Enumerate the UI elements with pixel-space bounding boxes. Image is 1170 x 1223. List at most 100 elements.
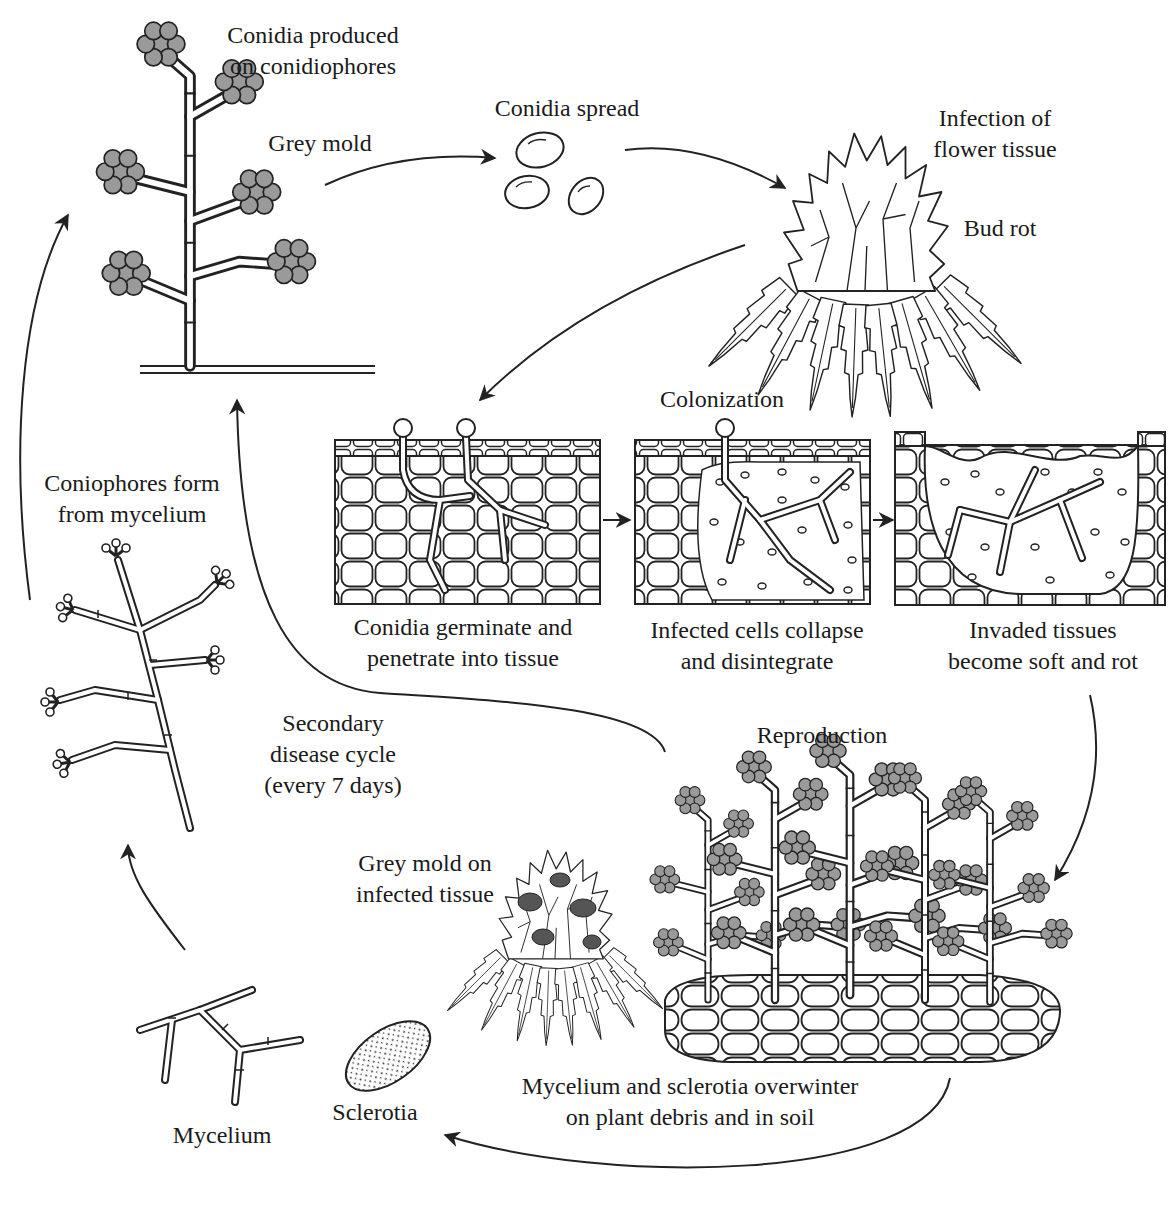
tissue-section-rot bbox=[895, 432, 925, 446]
sclerotium bbox=[334, 1007, 442, 1105]
overwintering-mycelium bbox=[140, 990, 300, 1102]
grey-mold-bud bbox=[440, 850, 671, 1046]
mycelium-conidiophore bbox=[53, 592, 77, 623]
label-text: Conidia spread bbox=[495, 93, 640, 124]
tissue-section-collapse bbox=[848, 557, 856, 563]
tissue-section-rot bbox=[1138, 432, 1165, 446]
tissue-section-collapse bbox=[798, 527, 806, 533]
tissue-section-rot bbox=[895, 445, 1165, 605]
tissue-section-rot bbox=[1094, 469, 1102, 475]
tissue-section-collapse bbox=[718, 579, 726, 585]
tissue-section-germination bbox=[403, 437, 545, 590]
tissue-section-rot bbox=[968, 574, 976, 580]
tissue-section-germination bbox=[394, 419, 412, 437]
tissue-section-collapse bbox=[811, 477, 819, 483]
cycle-arrows bbox=[20, 215, 68, 600]
cycle-arrows bbox=[625, 148, 785, 188]
tissue-section-collapse bbox=[844, 522, 852, 528]
tissue-section-collapse bbox=[768, 549, 776, 555]
tissue-section-collapse bbox=[635, 419, 870, 604]
grey-mold-bud bbox=[440, 850, 671, 1046]
overwintering-mycelium bbox=[140, 990, 300, 1102]
mycelium-conidiophore bbox=[51, 748, 73, 779]
tissue-section-rot bbox=[996, 489, 1004, 495]
conidia-spores bbox=[503, 127, 611, 221]
mycelium-conidiophore bbox=[102, 539, 130, 556]
flower-bud bbox=[697, 134, 1032, 419]
reproduction-conidiophores bbox=[650, 787, 786, 1000]
cycle-arrows bbox=[128, 845, 185, 950]
label-text: Conidia germinate and penetrate into tis… bbox=[343, 612, 583, 674]
tissue-section-collapse bbox=[635, 440, 870, 456]
mycelium-conidiophore bbox=[41, 539, 239, 828]
conidiophore-tree bbox=[140, 366, 375, 373]
label-text: Invaded tissues become soft and rot bbox=[943, 615, 1143, 677]
tissue-section-collapse bbox=[741, 472, 749, 478]
overwintering-mycelium bbox=[168, 1018, 268, 1070]
label-text: Bud rot bbox=[964, 213, 1037, 244]
tissue-section-rot bbox=[941, 479, 949, 485]
tissue-section-rot bbox=[1046, 577, 1054, 583]
grey-mold-bud bbox=[518, 873, 601, 949]
cycle-arrows bbox=[480, 245, 745, 400]
tissue-section-rot bbox=[1118, 489, 1126, 495]
tissue-section-rot bbox=[948, 470, 1100, 572]
label-text: Grey mold on infected tissue bbox=[350, 848, 500, 910]
tissue-section-collapse bbox=[778, 469, 786, 475]
tissue-section-rot bbox=[948, 470, 1100, 572]
conidia-spores bbox=[516, 140, 590, 193]
tissue-section-germination bbox=[457, 419, 475, 437]
grey-mold-bud bbox=[518, 893, 542, 911]
reproduction-conidiophores bbox=[707, 751, 866, 1000]
tissue-section-rot bbox=[925, 446, 1139, 594]
grey-mold-bud bbox=[570, 899, 596, 917]
tissue-section-rot bbox=[895, 432, 1165, 605]
conidia-spores bbox=[562, 171, 611, 221]
tissue-section-rot bbox=[981, 544, 989, 550]
overwintering-mycelium bbox=[140, 990, 300, 1102]
label-text: Coniophores form from mycelium bbox=[37, 468, 227, 530]
grey-mold-bud bbox=[583, 935, 601, 949]
tissue-section-rot bbox=[1121, 539, 1129, 545]
flower-bud bbox=[697, 134, 1032, 419]
tissue-section-rot bbox=[1041, 469, 1049, 475]
reproduction-conidiophores bbox=[929, 777, 1072, 1002]
conidia-spores bbox=[512, 127, 567, 172]
mycelium-conidiophore bbox=[60, 560, 215, 828]
label-text: Mycelium bbox=[173, 1120, 272, 1151]
tissue-section-collapse bbox=[778, 497, 786, 503]
cycle-arrows bbox=[873, 519, 893, 521]
mycelium-conidiophore bbox=[41, 688, 58, 716]
cycle-arrows bbox=[237, 400, 665, 752]
tissue-section-collapse bbox=[758, 583, 766, 589]
conidia-spores bbox=[503, 172, 552, 211]
tissue-section-collapse bbox=[710, 519, 718, 525]
tissue-section-collapse bbox=[716, 419, 734, 437]
label-text: Grey mold bbox=[268, 128, 371, 159]
label-text: Infection of flower tissue bbox=[928, 103, 1063, 165]
mycelium-conidiophore bbox=[60, 560, 215, 828]
sclerotium bbox=[334, 1007, 442, 1105]
tissue-section-germination bbox=[335, 419, 600, 604]
cycle-arrows bbox=[325, 157, 495, 185]
label-text: Mycelium and sclerotia overwinter on pla… bbox=[515, 1071, 865, 1133]
reproduction-conidiophores bbox=[665, 975, 1060, 1062]
tissue-section-collapse bbox=[841, 484, 849, 490]
label-text: Conidia produced on conidiophores bbox=[221, 20, 406, 82]
tissue-section-rot bbox=[1031, 544, 1039, 550]
reproduction-conidiophores bbox=[650, 734, 1072, 1062]
tissue-section-collapse bbox=[725, 437, 850, 590]
tissue-section-rot bbox=[1106, 572, 1114, 578]
tissue-section-collapse bbox=[725, 437, 850, 590]
tissue-section-rot bbox=[971, 471, 979, 477]
cycle-arrows bbox=[603, 519, 630, 521]
label-text: Secondary disease cycle (every 7 days) bbox=[261, 708, 406, 801]
label-text: Infected cells collapse and disintegrate bbox=[645, 615, 870, 677]
label-text: Sclerotia bbox=[332, 1097, 417, 1128]
tissue-section-rot bbox=[1091, 529, 1099, 535]
mycelium-conidiophore bbox=[98, 610, 172, 735]
cycle-arrows bbox=[20, 148, 1096, 1167]
cycle-arrows bbox=[1055, 695, 1096, 880]
